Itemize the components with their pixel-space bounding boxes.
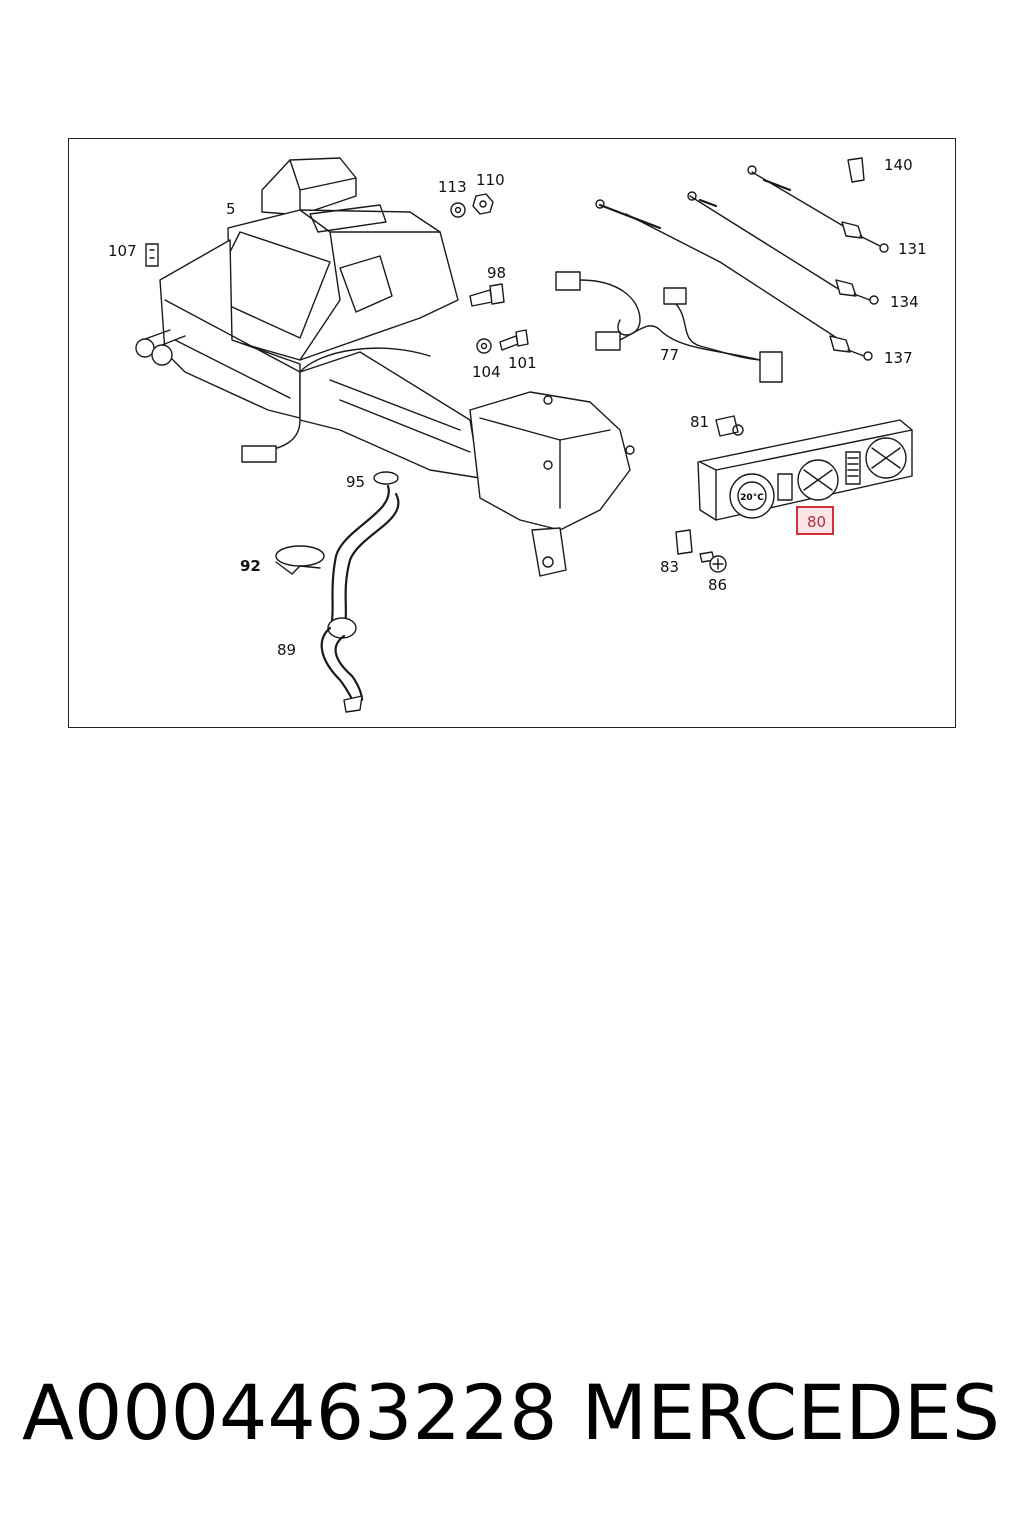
callout-107: 107 — [108, 242, 137, 260]
wiring-harness-77 — [555, 271, 783, 383]
hose-clamp-95 — [373, 471, 399, 485]
callout-101: 101 — [508, 354, 537, 372]
callout-81: 81 — [690, 413, 709, 431]
callout-110: 110 — [476, 171, 505, 189]
footer: A0004463228 MERCEDES — [0, 1368, 1024, 1478]
callout-131: 131 — [898, 240, 927, 258]
callout-98: 98 — [487, 264, 506, 282]
screw-101 — [499, 329, 529, 351]
diagram-frame — [68, 138, 956, 728]
clamp-92 — [275, 545, 325, 575]
clip-107 — [145, 243, 159, 267]
screw-98 — [469, 283, 505, 307]
callout-95: 95 — [346, 473, 365, 491]
callout-83: 83 — [660, 558, 679, 576]
exploded-parts-diagram: 20°C 5 107 113 110 98 104 101 7 — [108, 156, 927, 713]
clip-83 — [675, 529, 693, 555]
control-cables — [595, 157, 889, 361]
screw-86 — [699, 551, 727, 573]
callout-89: 89 — [277, 641, 296, 659]
callout-80: 80 — [807, 513, 826, 531]
panel-dial-label: 20°C — [740, 493, 764, 503]
part-number: A0004463228 — [22, 1368, 558, 1457]
callout-134: 134 — [890, 293, 919, 311]
callout-77: 77 — [660, 346, 679, 364]
washer-113 — [450, 202, 466, 218]
brand-name: MERCEDES — [581, 1368, 1000, 1457]
hose-89 — [320, 484, 400, 713]
callout-86: 86 — [708, 576, 727, 594]
washer-104 — [476, 338, 492, 354]
callout-5: 5 — [226, 200, 236, 218]
callout-140: 140 — [884, 156, 913, 174]
highlight-box-80 — [796, 506, 834, 535]
nut-110 — [472, 193, 494, 215]
control-panel-80: 20°C — [697, 419, 913, 521]
callout-92: 92 — [240, 557, 261, 575]
bulb-81 — [715, 415, 744, 437]
callout-113: 113 — [438, 178, 467, 196]
callout-137: 137 — [884, 349, 913, 367]
callout-104: 104 — [472, 363, 501, 381]
heater-housing — [135, 157, 635, 577]
